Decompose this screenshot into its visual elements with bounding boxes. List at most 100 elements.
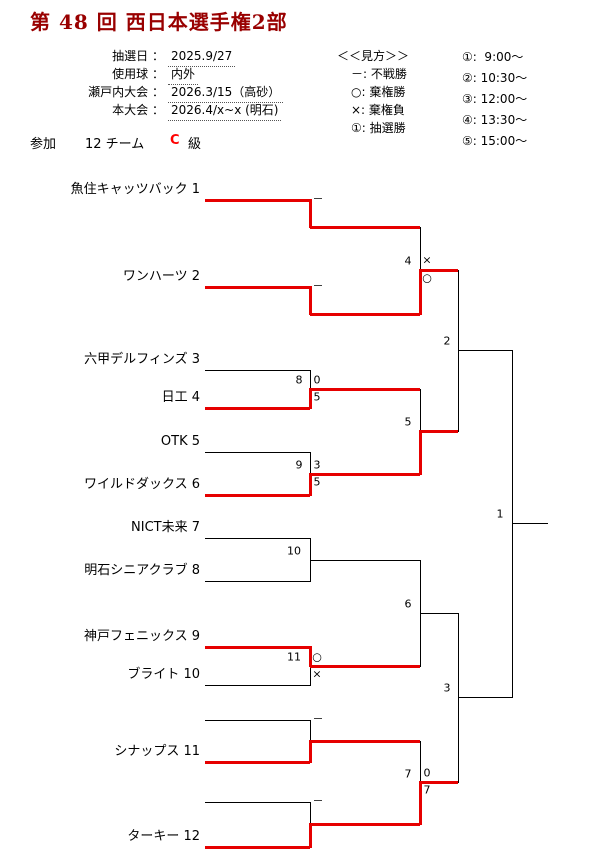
bracket-line-winner [309, 646, 312, 667]
team-label-6: ワイルドダックス 6 [83, 477, 200, 492]
match-number-2: 2 [443, 334, 451, 348]
bracket-line-winner [419, 781, 422, 825]
bracket-line [420, 613, 458, 614]
bracket-line-winner [309, 286, 312, 315]
legend-item-2: ×: 棄権負 [351, 103, 405, 117]
bracket-line [512, 523, 548, 524]
result-mark-m4-bottom: ○ [422, 271, 432, 285]
info-value: 2026.3/15（高砂） [168, 85, 284, 103]
bracket-line-winner [205, 286, 310, 289]
bracket-line [458, 350, 512, 351]
bracket-line-winner [205, 407, 310, 410]
info-value: 内外 [168, 67, 199, 85]
team-label-1: 魚住キャッツバック 1 [70, 182, 200, 197]
bracket-line-winner [205, 199, 310, 202]
legend-item-0: －: 不戦勝 [351, 67, 407, 81]
info-row-setouchi: 瀬戸内大会 ： 2026.3/15（高砂） [58, 85, 284, 103]
bracket-line [458, 697, 512, 698]
schedule-row-0: ①: 9:00～ [462, 50, 524, 64]
bracket-line-winner [309, 740, 312, 763]
bracket-line [458, 270, 459, 432]
bracket-line-winner [310, 226, 420, 229]
team-label-10: ブライト 10 [127, 667, 200, 682]
match-number-1: 1 [496, 507, 504, 521]
bracket-line-winner [419, 430, 422, 475]
bracket-line [310, 538, 311, 582]
participation-count: 12 チーム [85, 137, 145, 152]
result-mark-m4-top: × [422, 253, 432, 267]
match-number-11: 11 [287, 650, 301, 664]
participation-grade-suffix: 級 [188, 137, 202, 152]
team-label-12: ターキー 12 [127, 829, 200, 844]
bracket-line-winner [309, 199, 312, 228]
bracket-line [420, 560, 421, 667]
bracket-line-winner [310, 823, 420, 826]
bracket-line-winner [419, 269, 422, 315]
result-mark-w11: － [312, 712, 324, 726]
bracket-line [205, 685, 310, 686]
bracket-line-winner [309, 388, 312, 409]
schedule-row-4: ⑤: 15:00～ [462, 134, 528, 148]
team-label-4: 日工 4 [161, 390, 200, 405]
result-mark-m8-top: 0 [313, 373, 321, 387]
bracket-line [205, 538, 310, 539]
team-label-7: NICT未来 7 [131, 520, 200, 535]
header-info: 抽選日 ： 2025.9/27 使用球 ： 内外 瀬戸内大会 ： 2026.3/… [58, 49, 284, 121]
legend: ＜＜見方＞＞ －: 不戦勝 ○: 棄権勝 ×: 棄権負 ①: 抽選勝 [337, 49, 409, 139]
match-number-3: 3 [443, 681, 451, 695]
bracket-line [205, 581, 310, 582]
bracket-line [205, 720, 310, 721]
match-number-4: 4 [404, 254, 412, 268]
bracket-line-winner [205, 646, 310, 649]
legend-item-3: ①: 抽選勝 [351, 121, 406, 135]
info-label: 本大会 ： [112, 103, 164, 117]
schedule-row-3: ④: 13:30～ [462, 113, 528, 127]
team-label-9: 神戸フェニックス 9 [83, 629, 200, 644]
participation-grade: C [170, 133, 180, 148]
team-label-2: ワンハーツ 2 [122, 269, 200, 284]
bracket-line-winner [310, 388, 420, 391]
match-number-7: 7 [404, 767, 412, 781]
result-mark-m11-top: ○ [312, 650, 322, 664]
bracket-line-winner [310, 313, 420, 316]
match-number-6: 6 [404, 597, 412, 611]
team-label-3: 六甲デルフィンズ 3 [84, 352, 200, 367]
info-row-draw-date: 抽選日 ： 2025.9/27 [58, 49, 283, 67]
bracket-line [458, 613, 459, 783]
result-mark-w2: － [312, 279, 324, 293]
match-number-8: 8 [295, 373, 303, 387]
bracket-line [310, 560, 420, 561]
result-mark-w12: － [312, 794, 324, 808]
info-value: 2025.9/27 [168, 49, 236, 67]
result-mark-w1: － [312, 192, 324, 206]
bracket-line-winner [205, 846, 310, 849]
result-mark-m9-bottom: 5 [313, 475, 321, 489]
schedule-row-1: ②: 10:30～ [462, 71, 528, 85]
info-value: 2026.4/x~x (明石) [168, 103, 282, 121]
bracket-line-winner [309, 823, 312, 848]
legend-item-1: ○: 棄権勝 [351, 85, 406, 99]
bracket-line-winner [420, 781, 458, 784]
team-label-11: シナップス 11 [114, 744, 200, 759]
team-label-5: OTK 5 [160, 434, 200, 449]
time-schedule: ①: 9:00～②: 10:30～③: 12:00～④: 13:30～⑤: 15… [462, 49, 527, 154]
bracket-line-winner [205, 494, 310, 497]
result-mark-m7-top: 0 [423, 766, 431, 780]
match-number-5: 5 [404, 415, 412, 429]
result-mark-m7-bottom: 7 [423, 783, 431, 797]
team-label-8: 明石シニアクラブ 8 [84, 563, 200, 578]
info-row-main: 本大会 ： 2026.4/x~x (明石) [58, 103, 283, 121]
info-label: 抽選日 ： [112, 49, 164, 63]
bracket-line [512, 350, 513, 698]
bracket-line-winner [310, 473, 420, 476]
match-number-9: 9 [295, 458, 303, 472]
bracket-line [205, 452, 310, 453]
participation-label: 参加 [30, 137, 57, 152]
bracket-line [205, 802, 310, 803]
info-label: 使用球 ： [112, 67, 164, 81]
bracket-line-winner [310, 740, 420, 743]
bracket-line-winner [309, 473, 312, 496]
result-mark-m8-bottom: 5 [313, 390, 321, 404]
result-mark-m9-top: 3 [313, 458, 321, 472]
legend-title: ＜＜見方＞＞ [337, 49, 410, 63]
